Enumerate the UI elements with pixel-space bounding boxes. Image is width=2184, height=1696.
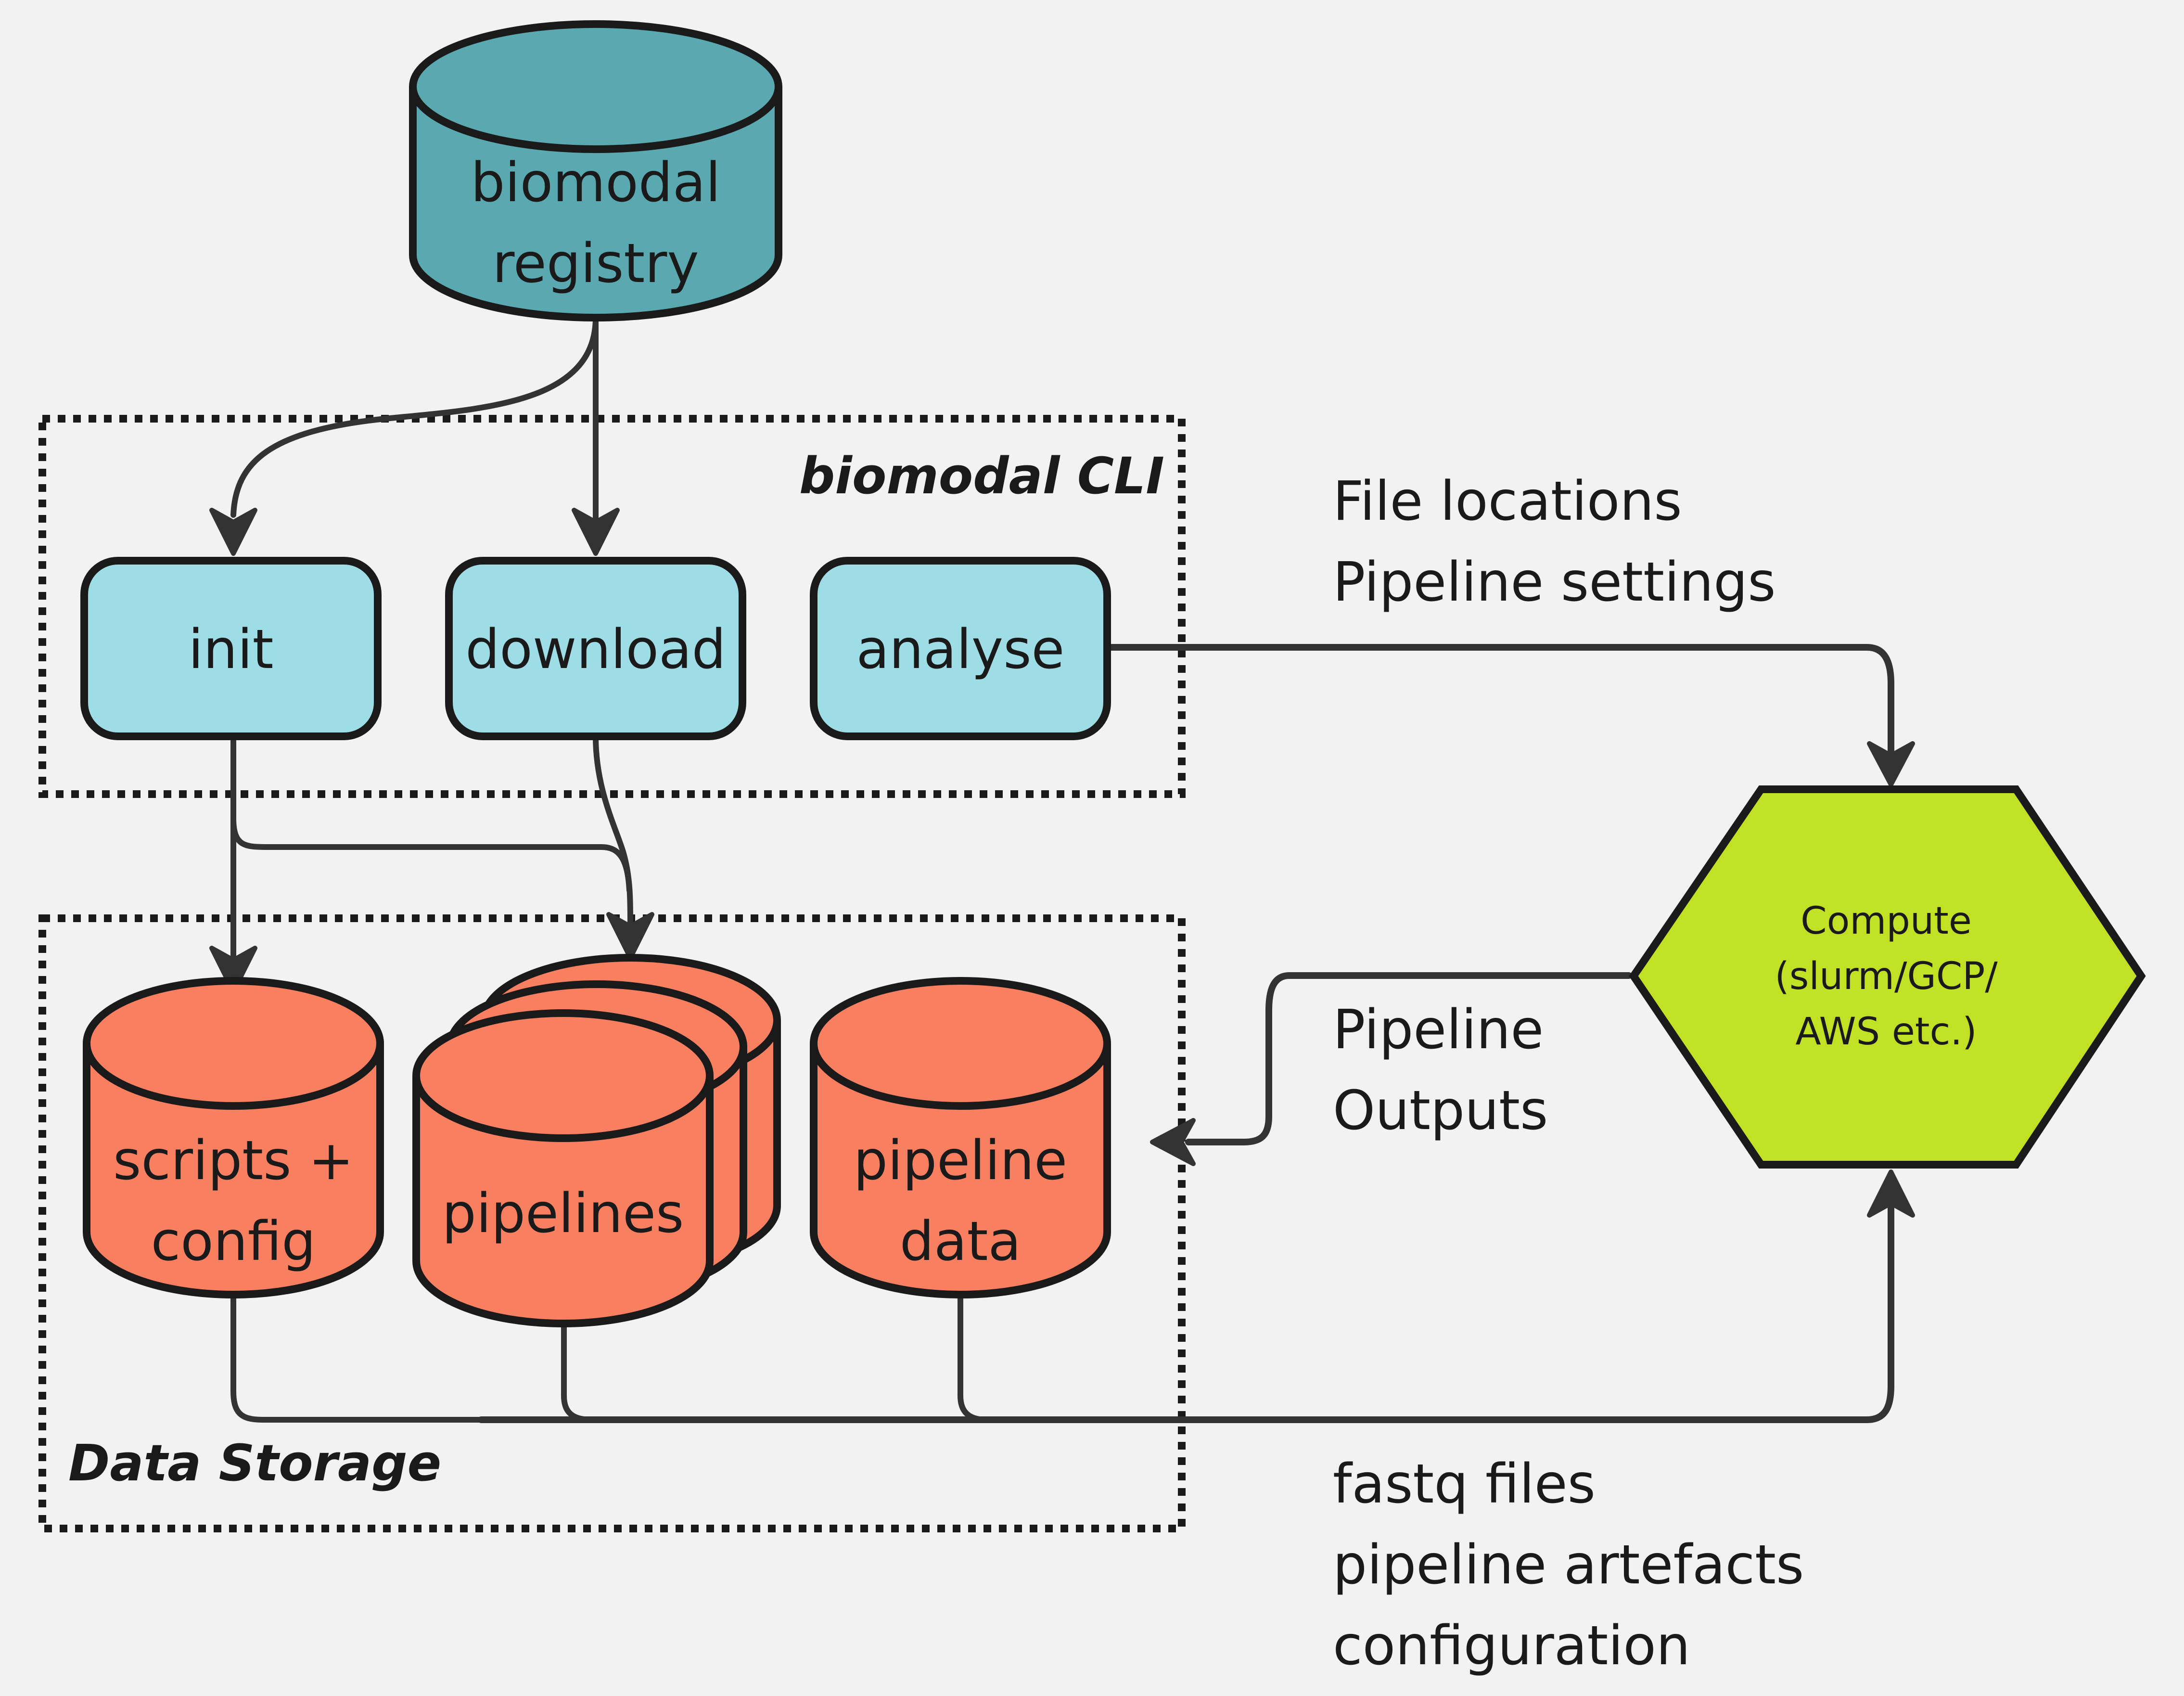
pipeline-data-label-line2: data bbox=[900, 1210, 1021, 1273]
analyse-box bbox=[810, 557, 1111, 740]
pipeline-data-cylinder-top bbox=[810, 977, 1111, 1110]
cli-group: biomodal CLI bbox=[38, 415, 1186, 798]
edge-analyse-to-compute bbox=[1106, 644, 1894, 754]
edge-scripts-to-bus bbox=[230, 1292, 595, 1423]
scripts-label-line1: scripts + bbox=[113, 1130, 354, 1192]
edge-label-compute-to-data: Pipeline Outputs bbox=[1333, 999, 1548, 1142]
edge-label-line: fastq files bbox=[1333, 1453, 1596, 1516]
cli-command-analyse[interactable]: analyse bbox=[810, 557, 1111, 740]
download-label: download bbox=[465, 618, 726, 681]
edge-registry-to-init bbox=[230, 315, 599, 518]
registry-label-line1: biomodal bbox=[471, 152, 720, 214]
edge-label-line: Outputs bbox=[1333, 1079, 1548, 1142]
edge-label-line: pipeline artefacts bbox=[1333, 1534, 1804, 1596]
compute-label-line1: Compute bbox=[1801, 899, 1972, 943]
arrowhead-scripts bbox=[209, 946, 257, 994]
pipeline-data-cylinder-body bbox=[810, 1043, 1111, 1298]
pipelines-cylinder-front-top bbox=[412, 1009, 714, 1142]
init-box bbox=[80, 557, 382, 740]
cli-group-border bbox=[38, 415, 1186, 798]
store-pipelines[interactable]: pipelines bbox=[412, 954, 781, 1327]
edge-label-line: File locations bbox=[1333, 470, 1682, 533]
compute-node[interactable]: Compute (slurm/GCP/ AWS etc.) bbox=[1629, 785, 2146, 1169]
analyse-label: analyse bbox=[856, 618, 1065, 681]
arrowhead-compute-top bbox=[1867, 741, 1915, 787]
edge-bus-to-compute bbox=[478, 1205, 1894, 1423]
registry-node[interactable]: biomodal registry bbox=[409, 20, 782, 321]
pipelines-cylinder-front-body bbox=[412, 1076, 714, 1327]
edge-label-analyse-to-compute: File locations Pipeline settings bbox=[1333, 470, 1776, 614]
compute-label-line2: (slurm/GCP/ bbox=[1775, 955, 1998, 998]
arrowhead-compute-bottom bbox=[1867, 1169, 1915, 1218]
scripts-cylinder-body bbox=[83, 1043, 384, 1298]
edge-label-storage-to-compute: fastq files pipeline artefacts configura… bbox=[1333, 1453, 1804, 1677]
init-label: init bbox=[188, 618, 273, 681]
edge-label-line: configuration bbox=[1333, 1615, 1690, 1677]
arrowhead-download bbox=[572, 508, 620, 556]
arrowhead-pipelines bbox=[606, 912, 654, 960]
store-pipeline-data[interactable]: pipeline data bbox=[810, 977, 1111, 1298]
store-scripts-config[interactable]: scripts + config bbox=[83, 977, 384, 1298]
scripts-cylinder-top bbox=[83, 977, 384, 1110]
registry-cylinder-top bbox=[409, 20, 782, 153]
cli-command-download[interactable]: download bbox=[445, 557, 746, 740]
cli-command-init[interactable]: init bbox=[80, 557, 382, 740]
pipeline-data-label-line1: pipeline bbox=[854, 1130, 1067, 1192]
storage-group-title: Data Storage bbox=[68, 1434, 441, 1492]
pipelines-label: pipelines bbox=[442, 1182, 684, 1245]
scripts-label-line2: config bbox=[151, 1210, 316, 1273]
edge-label-line: Pipeline settings bbox=[1333, 551, 1776, 614]
edge-compute-to-pipeline-data bbox=[1185, 972, 1632, 1145]
registry-label-line2: registry bbox=[492, 232, 699, 295]
arrowhead-pipeline-data bbox=[1150, 1118, 1196, 1166]
edge-label-line: Pipeline bbox=[1333, 999, 1544, 1061]
edge-download-to-pipelines bbox=[593, 733, 633, 925]
compute-label-line3: AWS etc.) bbox=[1795, 1010, 1977, 1054]
cli-group-title: biomodal CLI bbox=[799, 447, 1164, 505]
arrowhead-init bbox=[209, 508, 257, 556]
compute-hexagon bbox=[1629, 785, 2146, 1169]
download-box bbox=[445, 557, 746, 740]
